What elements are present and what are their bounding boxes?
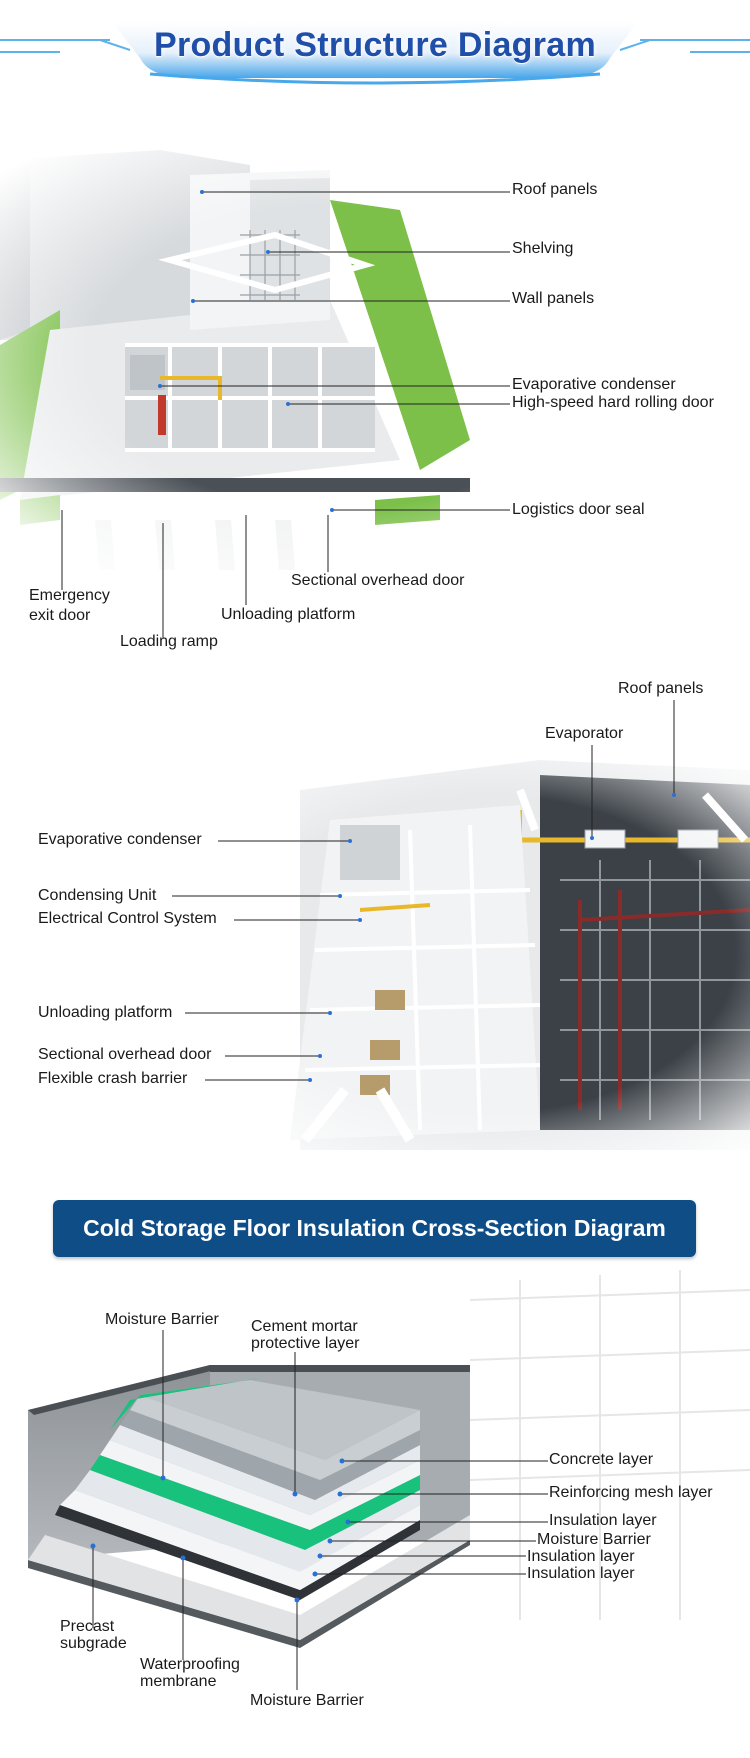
label-wall-panels: Wall panels (512, 290, 595, 307)
label-moisture-barrier-bottom: Moisture Barrier (250, 1692, 364, 1709)
label-insulation-layer-3: Insulation layer (527, 1565, 635, 1582)
label-unloading-platform: Unloading platform (221, 606, 356, 623)
label-cement-mortar-2: protective layer (251, 1335, 360, 1352)
label-moisture-barrier-top: Moisture Barrier (105, 1311, 219, 1328)
label-emergency-exit-door-1: Emergency (29, 587, 110, 604)
label-precast-subgrade-1: Precast (60, 1618, 115, 1635)
label-precast-subgrade-2: subgrade (60, 1635, 127, 1652)
label-insulation-layer-1: Insulation layer (549, 1512, 657, 1529)
label-roof-panels-2: Roof panels (618, 680, 704, 697)
label-insulation-layer-2: Insulation layer (527, 1548, 635, 1565)
cross-section-title-banner: Cold Storage Floor Insulation Cross-Sect… (53, 1200, 696, 1257)
label-shelving: Shelving (512, 240, 574, 257)
header-banner: Product Structure Diagram (0, 0, 750, 95)
banner-graphic (0, 22, 750, 85)
label-cement-mortar-1: Cement mortar (251, 1318, 358, 1335)
label-evaporative-condenser: Evaporative condenser (512, 376, 676, 393)
label-loading-ramp: Loading ramp (120, 633, 218, 650)
page-title: Product Structure Diagram (153, 26, 597, 64)
label-flexible-crash-barrier: Flexible crash barrier (38, 1070, 188, 1087)
label-electrical-control-system: Electrical Control System (38, 910, 217, 927)
label-sectional-overhead-door-2: Sectional overhead door (38, 1046, 212, 1063)
cross-section-title: Cold Storage Floor Insulation Cross-Sect… (83, 1215, 666, 1241)
label-unloading-platform-2: Unloading platform (38, 1004, 173, 1021)
label-emergency-exit-door-2: exit door (29, 607, 91, 624)
label-sectional-overhead-door: Sectional overhead door (291, 572, 465, 589)
label-waterproofing-2: membrane (140, 1673, 217, 1690)
label-moisture-barrier-mid: Moisture Barrier (537, 1531, 651, 1548)
label-evaporator: Evaporator (545, 725, 624, 742)
label-reinforcing-mesh-layer: Reinforcing mesh layer (549, 1484, 713, 1501)
label-condensing-unit: Condensing Unit (38, 887, 157, 904)
label-evaporative-condenser-2: Evaporative condenser (38, 831, 202, 848)
label-waterproofing-1: Waterproofing (140, 1656, 240, 1673)
label-logistics-door-seal: Logistics door seal (512, 501, 645, 518)
label-concrete-layer: Concrete layer (549, 1451, 654, 1468)
label-high-speed-door: High-speed hard rolling door (512, 394, 714, 411)
label-roof-panels: Roof panels (512, 181, 598, 198)
